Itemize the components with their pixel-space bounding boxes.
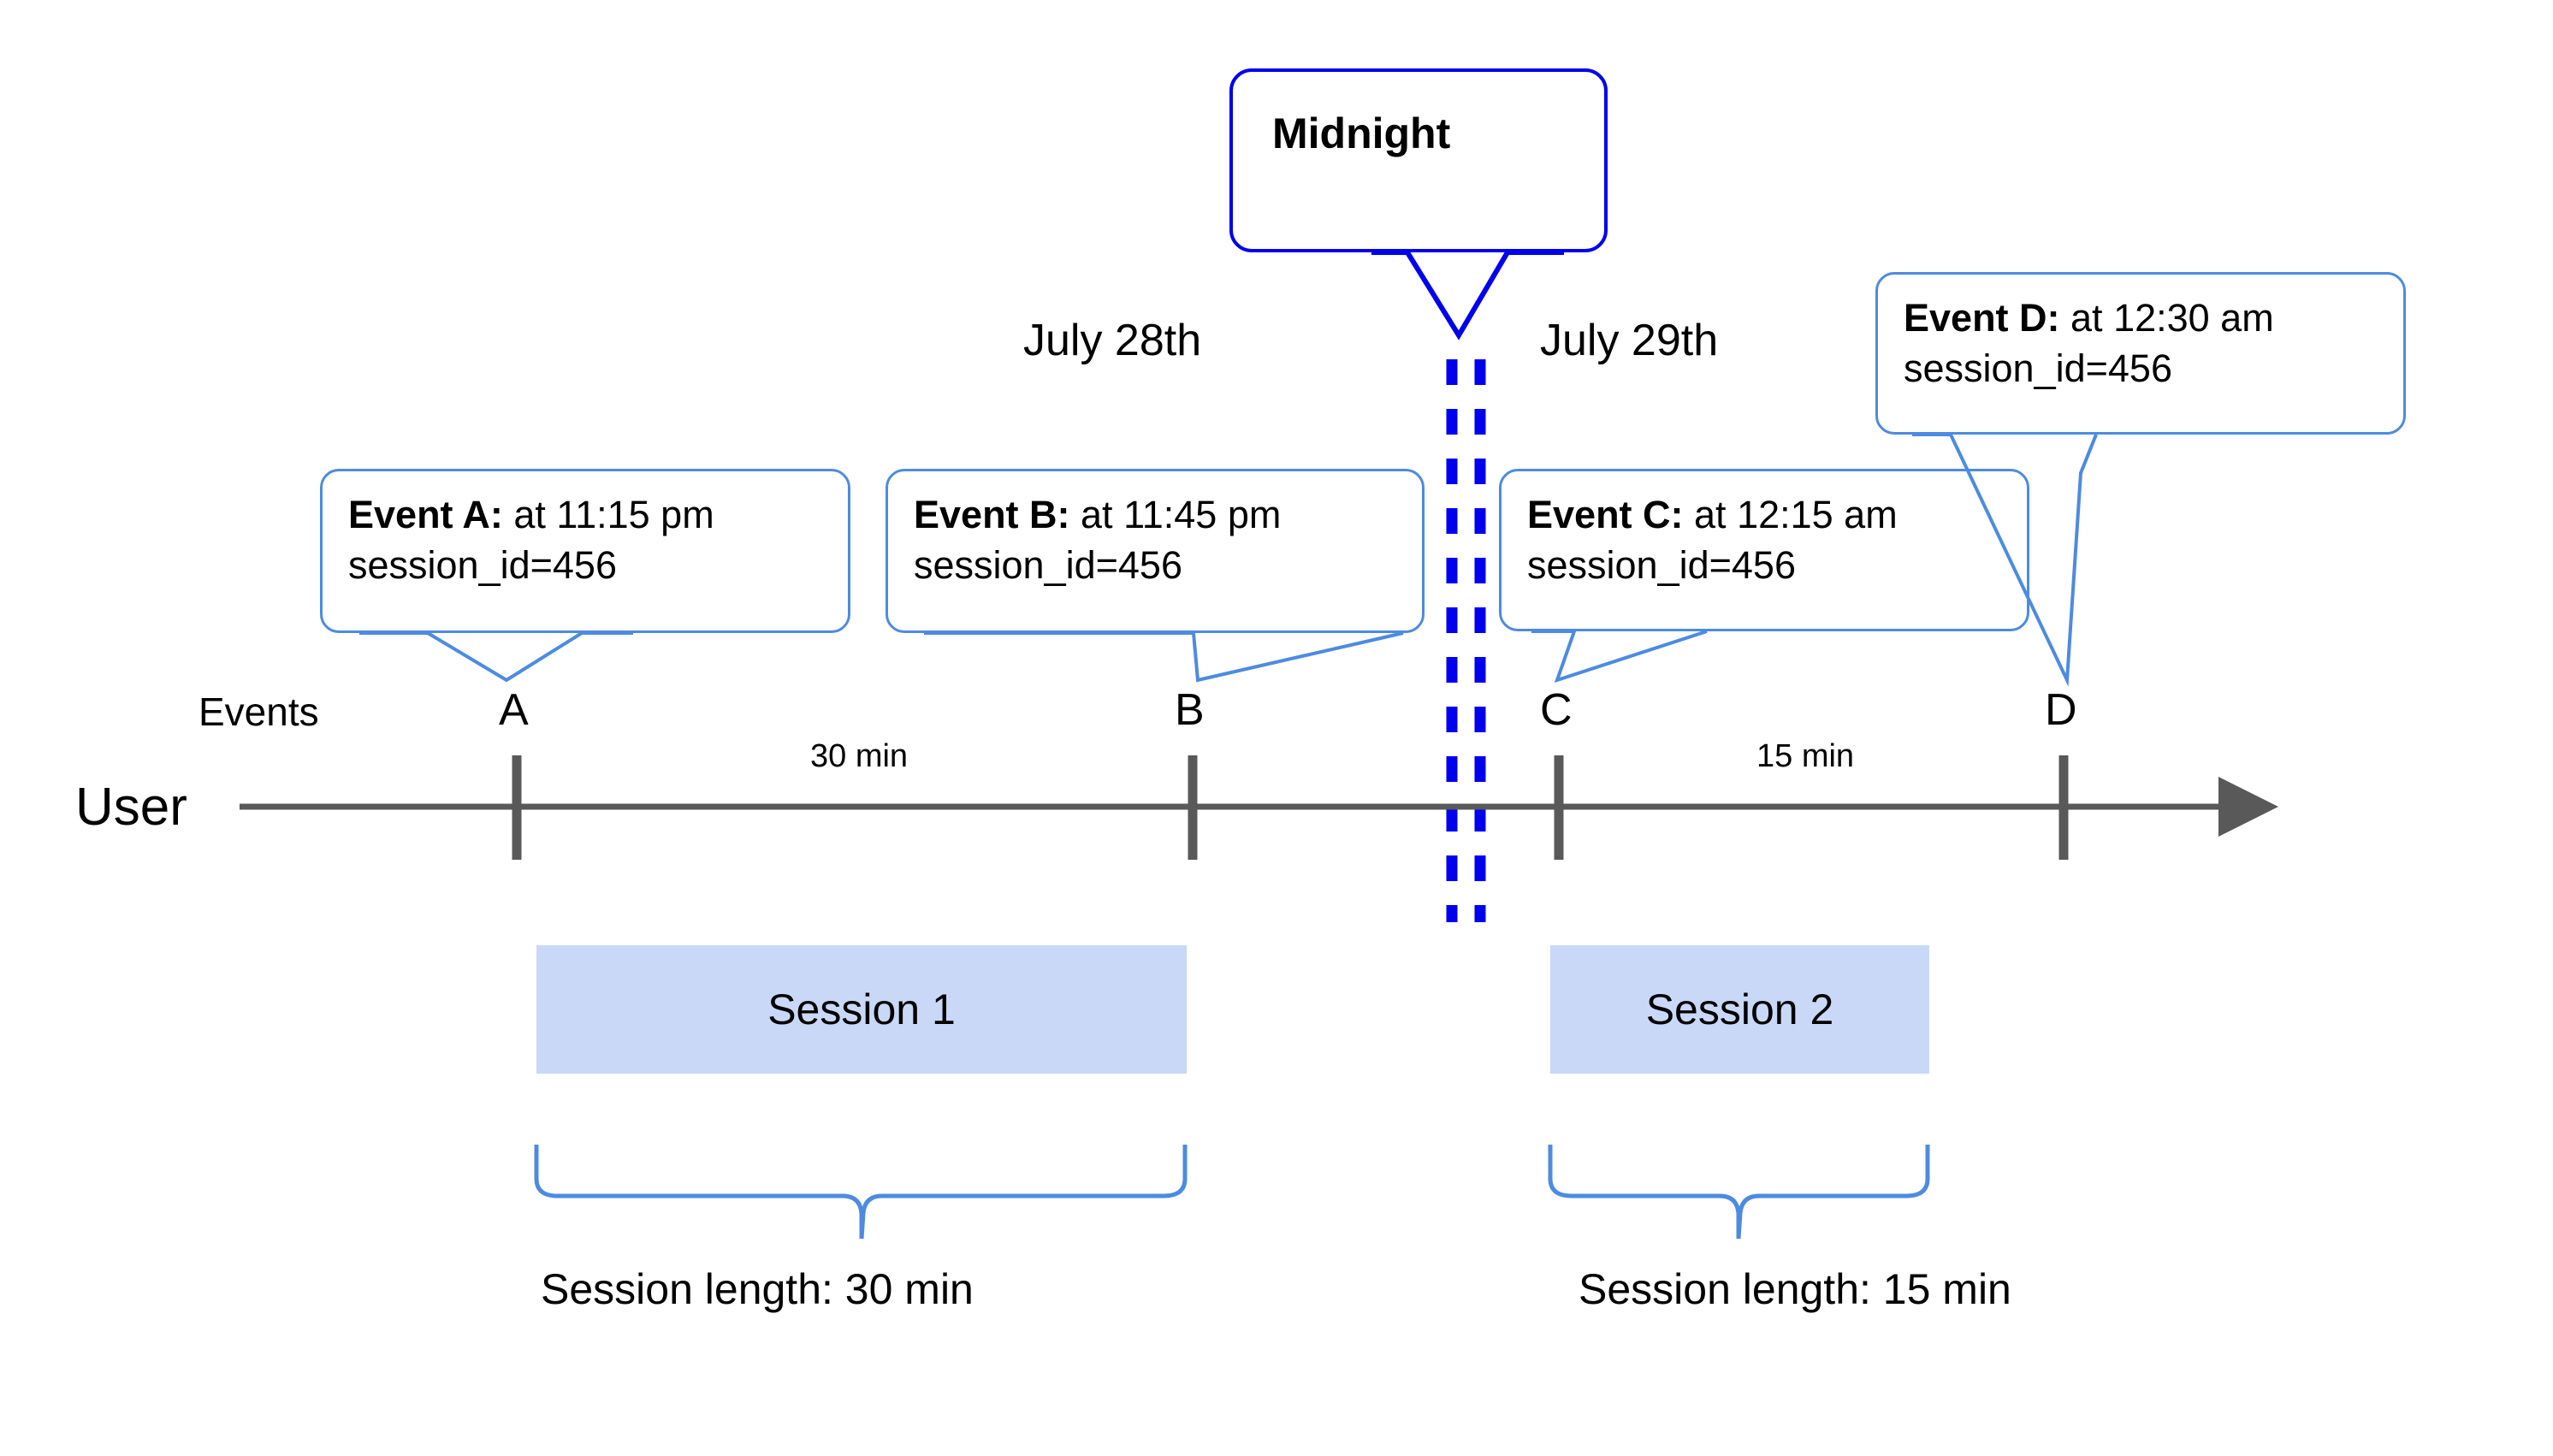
event-b-line2: session_id=456 [914,542,1182,587]
event-d-rest: at 12:30 am [2059,296,2274,340]
session-1-brace [534,1145,1188,1240]
event-a-bold: Event A: [348,493,503,536]
date-label-july-28: July 28th [1023,316,1202,365]
date-label-july-29: July 29th [1540,316,1719,365]
event-d-bold: Event D: [1904,296,2060,340]
midnight-callout: Midnight [1229,68,1608,252]
event-a-callout-tail [359,631,633,683]
axis-events-label: Events [198,690,319,734]
event-a-line2: session_id=456 [348,542,617,587]
session-2-box: Session 2 [1550,945,1929,1074]
event-c-rest: at 12:15 am [1683,493,1898,536]
event-b-line1: Event B: at 11:45 pm [914,490,1400,541]
event-c-bold: Event C: [1527,493,1684,536]
event-c-callout: Event C: at 12:15 am session_id=456 [1499,469,2029,631]
midnight-label: Midnight [1272,109,1451,157]
session-2-label: Session 2 [1645,985,1834,1033]
event-d-callout-tail [1912,433,2098,687]
marker-label-c: C [1540,685,1573,735]
event-d-line2: session_id=456 [1904,346,2172,390]
session-2-length-label: Session length: 15 min [1579,1265,2011,1313]
session-2-brace [1548,1145,1930,1240]
axis-row-label-user: User [75,778,187,837]
event-b-bold: Event B: [914,493,1070,536]
marker-label-b: B [1175,685,1205,735]
event-b-rest: at 11:45 pm [1069,493,1282,536]
event-b-callout-tail [924,631,1404,683]
event-d-callout: Event D: at 12:30 am session_id=456 [1875,272,2406,435]
marker-label-a: A [499,685,529,735]
session-1-box: Session 1 [536,945,1187,1074]
midnight-callout-tail [1371,250,1564,340]
gap-label-15-min: 15 min [1756,738,1855,774]
marker-label-d: D [2045,685,2077,735]
event-a-line1: Event A: at 11:15 pm [348,490,826,541]
session-1-length-label: Session length: 30 min [541,1265,974,1313]
event-c-line1: Event C: at 12:15 am [1527,490,2005,541]
event-d-line1: Event D: at 12:30 am [1904,293,2381,344]
gap-label-30-min: 30 min [810,738,909,774]
event-c-line2: session_id=456 [1527,542,1796,587]
event-c-callout-tail [1531,630,1708,684]
session-1-label: Session 1 [767,985,956,1033]
event-a-rest: at 11:15 pm [502,493,714,536]
